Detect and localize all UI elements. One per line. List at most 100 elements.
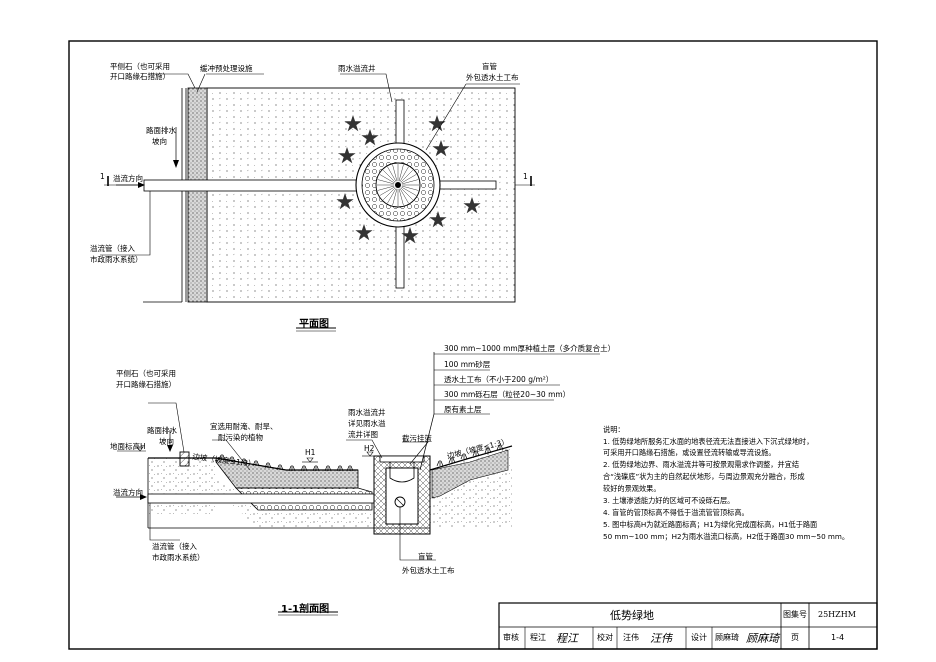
plan-section-mark-right: 1 — [523, 172, 528, 181]
page-label: 页 — [791, 633, 799, 642]
section-pipe-label-2: 市政雨水系统） — [152, 553, 205, 562]
grass-tuft — [436, 460, 444, 467]
notes-line-9: 50 mm~100 mm；H2为雨水溢流口标高，H2低于路面30 mm~50 m… — [603, 532, 850, 541]
designer-name: 顾麻琦 — [715, 633, 739, 642]
grass-tuft — [228, 456, 236, 463]
section-layer-5: 原有素土层 — [444, 405, 482, 414]
section-overflow-pipe — [147, 493, 375, 504]
plan-curb-label-1: 平侧石（也可采用 — [110, 62, 170, 71]
notes-line-4: 合“浅碟底”状为主的自然起伏地形，与周边景观充分融合，形成 — [603, 472, 805, 481]
plan-blind-pipe-bottom — [395, 225, 405, 289]
grass-tuft — [300, 465, 308, 472]
atlas-label: 图集号 — [783, 610, 807, 619]
section-left-slope — [148, 457, 358, 471]
plan-blind-label-2: 外包透水土工布 — [466, 73, 519, 82]
grass-tuft — [288, 465, 296, 472]
plan-buffer-strip — [187, 87, 208, 303]
section-overflow-dir-label: 溢流方向 — [113, 488, 143, 497]
grass-tuft — [336, 465, 344, 472]
section-blind-label-1: 盲管 — [418, 552, 433, 561]
plan-green-area — [206, 87, 516, 303]
plan-pipe-label-1: 溢流管（接入 — [90, 244, 135, 253]
sheet-border — [68, 40, 878, 650]
section-curb-label-2: 开口路缘石措施） — [116, 380, 176, 389]
plant-symbol — [336, 193, 354, 210]
plant-symbol — [463, 197, 481, 214]
grass-tuft — [448, 457, 456, 464]
notes-heading: 说明： — [603, 425, 625, 434]
drawing-title: 低势绿地 — [610, 609, 654, 622]
notes-line-1: 1. 低势绿地所服务汇水面的地表径流无法直接进入下沉式绿地时， — [603, 437, 814, 446]
grass-tuft — [312, 465, 320, 472]
grass-tuft — [264, 462, 272, 469]
section-plant-label-1: 宜选用耐淹、耐旱、 — [210, 422, 278, 431]
section-layer-3: 透水土工布（不小于200 g/m²） — [444, 375, 554, 384]
plant-symbol — [338, 147, 356, 164]
reviewer-name: 程江 — [530, 633, 546, 642]
plant-symbol — [355, 224, 373, 241]
plan-buffer-label: 缓冲预处理设施 — [200, 64, 253, 73]
notes-line-8: 5. 图中标高H为就近路面标高；H1为绿化完成面标高，H1低于路面 — [603, 520, 818, 529]
plan-section-mark-left: 1 — [100, 172, 105, 181]
notes-line-5: 较好的景观效果。 — [603, 484, 661, 493]
atlas-number: 25HZHM — [818, 610, 856, 619]
plant-symbol — [432, 140, 450, 157]
section-curb — [179, 451, 190, 467]
plan-well-label: 雨水溢流井 — [338, 64, 376, 73]
plan-blind-pipe-right — [435, 180, 497, 190]
grass-tuft — [496, 444, 504, 451]
section-plant-label-2: 耐污染的植物 — [218, 433, 263, 442]
plan-curb-label-2: 开口路缘石措施） — [110, 72, 170, 81]
section-view — [116, 352, 600, 561]
check-label: 校对 — [597, 633, 613, 642]
section-title: 1-1剖面图 — [281, 604, 330, 615]
plan-title: 平面图 — [299, 319, 329, 330]
section-ground-label: 地面标高H — [110, 442, 146, 451]
review-label: 审核 — [503, 633, 519, 642]
plan-overflow-pipe — [143, 179, 377, 192]
plan-view — [100, 73, 535, 303]
plan-road-drain-label-1: 路面排水 — [146, 126, 176, 135]
section-layer-2: 100 mm砂层 — [444, 360, 491, 369]
checker-signature: 汪伟 — [650, 632, 672, 645]
grass-tuft — [472, 450, 480, 457]
grass-tuft — [484, 447, 492, 454]
grass-tuft — [240, 458, 248, 465]
checker-name: 汪伟 — [623, 633, 639, 642]
plan-plants — [336, 115, 481, 244]
design-label: 设计 — [691, 633, 707, 642]
grass-tuft — [276, 464, 284, 471]
section-grate-label: 截污挂篮 — [402, 434, 432, 443]
section-well-label-3: 流井详图 — [348, 430, 378, 439]
page-number: 1-4 — [831, 633, 845, 642]
grass-tuft — [346, 465, 354, 472]
plan-overflow-dir-label: 溢流方向 — [113, 174, 143, 183]
section-right-slope — [429, 445, 513, 471]
section-h2-label: H2 — [364, 444, 375, 453]
section-blind-label-2: 外包透水土工布 — [402, 566, 455, 575]
notes-line-6: 3. 土壤渗透能力好的区域可不设砾石层。 — [603, 496, 735, 505]
grass-tuft — [460, 453, 468, 460]
plant-symbol — [429, 211, 447, 228]
section-pipe-label-1: 溢流管（接入 — [152, 542, 197, 551]
title-block-grid — [498, 602, 878, 650]
plan-blind-label-1: 盲管 — [482, 62, 497, 71]
notes-line-3: 2. 低势绿地边界、雨水溢流井等可按景观需求作调整，并宜结 — [603, 460, 800, 469]
section-road-drain-label-2: 坡向 — [159, 437, 174, 446]
plant-symbol — [428, 115, 446, 132]
section-road-drain-label-1: 路面排水 — [147, 426, 177, 435]
grass-tuft — [218, 454, 226, 461]
plant-symbol — [361, 129, 379, 146]
section-well-label-1: 雨水溢流井 — [348, 408, 386, 417]
section-curb-label-1: 平侧石（也可采用 — [116, 369, 176, 378]
plant-symbol — [401, 227, 419, 244]
section-layer-4: 300 mm砾石层（粒径20~30 mm） — [444, 390, 571, 399]
grass-tuft — [252, 460, 260, 467]
notes-line-2: 可采用开口路缘石措施，或设置径流转输或导流设施。 — [603, 448, 776, 457]
section-h1-label: H1 — [305, 448, 316, 457]
grass-tuft — [324, 465, 332, 472]
plant-symbol — [344, 115, 362, 132]
plan-pipe-label-2: 市政雨水系统） — [90, 255, 143, 264]
notes-line-7: 4. 盲管的管顶标高不得低于溢流管管顶标高。 — [603, 508, 749, 517]
